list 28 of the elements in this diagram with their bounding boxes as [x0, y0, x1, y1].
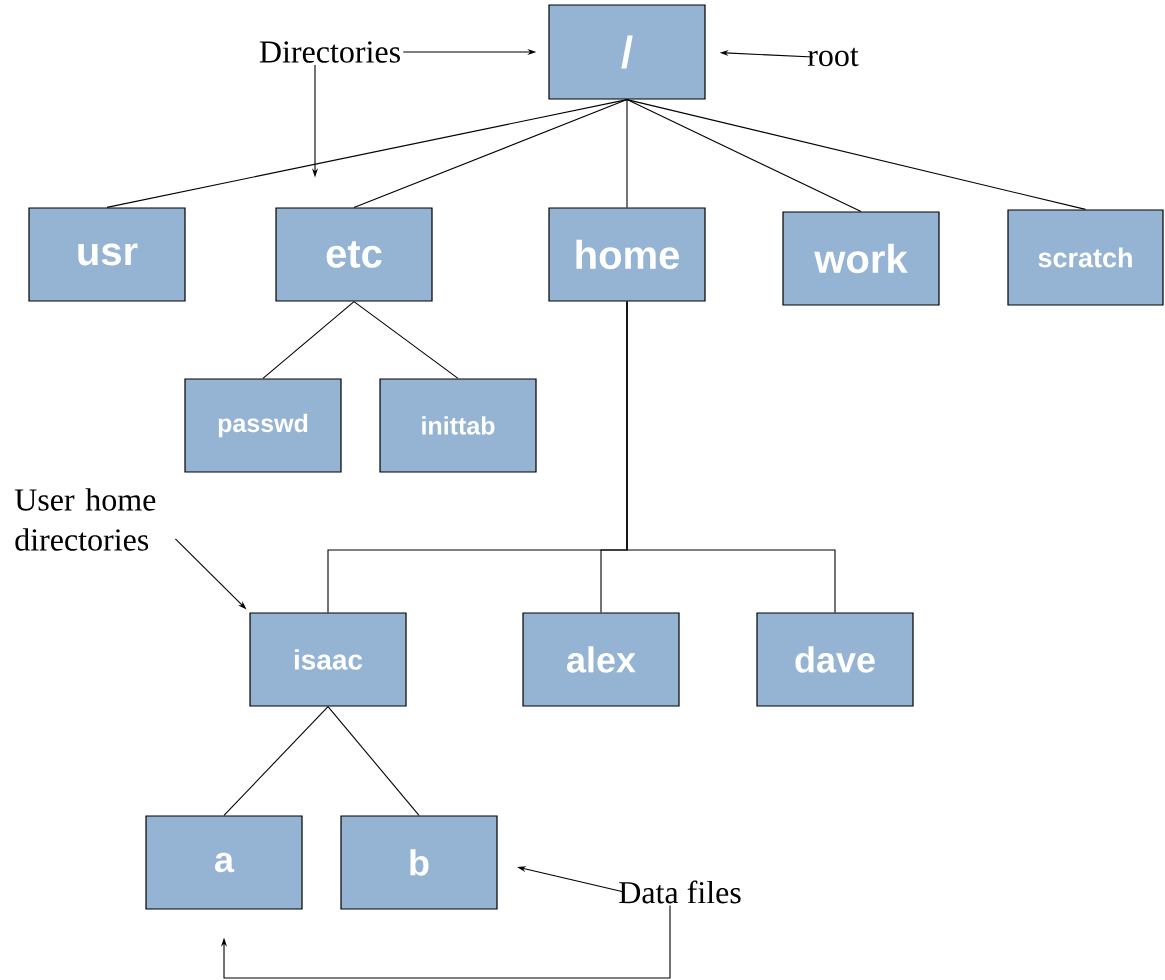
connector-line [626, 99, 1087, 210]
directory-box: passwd [184, 378, 342, 473]
directory-box: home [548, 207, 706, 302]
directory-box: isaac [249, 612, 407, 707]
directory-box: dave [756, 612, 914, 707]
connector-line [327, 706, 420, 816]
connector-line [106, 99, 628, 208]
directory-box: / [548, 4, 706, 100]
annotation-label: Directories [259, 41, 400, 63]
directory-box: work [782, 211, 940, 306]
connector-line [626, 99, 628, 208]
connector-line [353, 99, 628, 208]
connector-line [262, 301, 355, 379]
directory-box: usr [28, 207, 186, 302]
directory-box: etc [275, 207, 433, 302]
directory-box: scratch [1007, 209, 1164, 306]
annotation-label: Data files [619, 880, 741, 904]
bracket-arrow [220, 905, 671, 979]
connector-line [353, 301, 459, 379]
annotation-label: User home directories [14, 488, 156, 551]
directory-box: b [340, 815, 498, 910]
directory-box: alex [522, 612, 680, 707]
connector-line [626, 99, 862, 212]
connector-line [626, 301, 836, 613]
directory-box: a [145, 815, 303, 910]
connector-line [223, 706, 329, 816]
annotation-label: root [807, 47, 859, 67]
directory-box: inittab [379, 378, 537, 473]
